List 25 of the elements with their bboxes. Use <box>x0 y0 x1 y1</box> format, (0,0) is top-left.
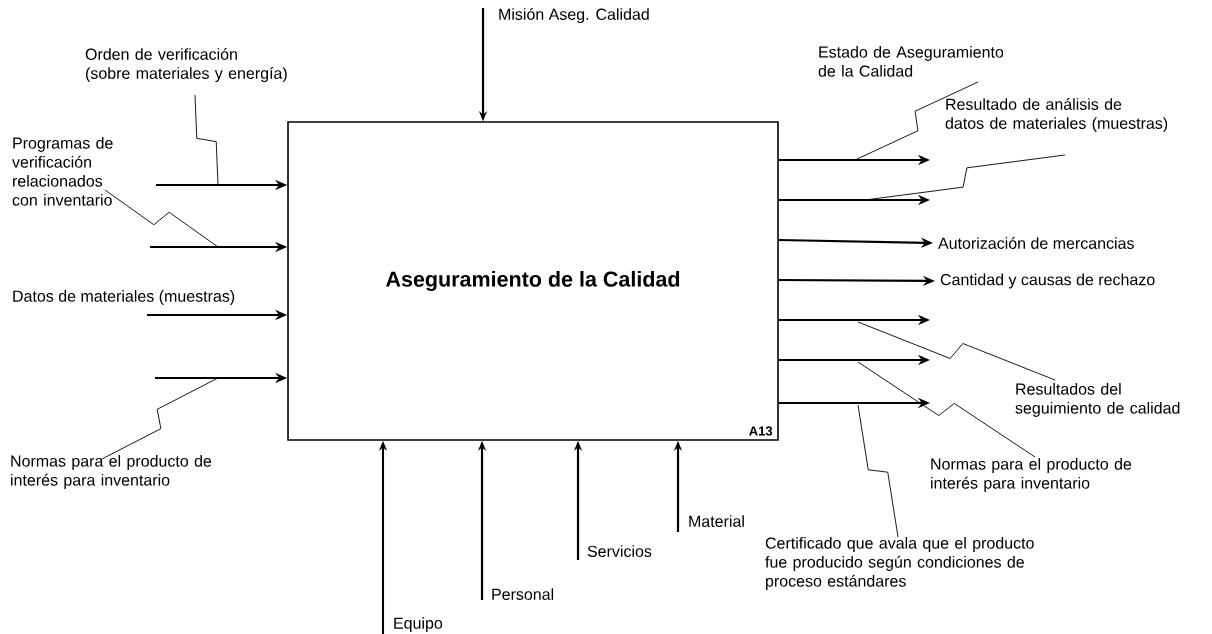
arrow-label: Material <box>689 515 744 527</box>
arrow-label: Estado de Aseguramiento de la Calidad <box>818 46 1004 77</box>
arrow-label: Programas de verificación relacionados con inventario <box>12 137 113 206</box>
arrow-label: Misión Aseg. Calidad <box>499 8 649 24</box>
arrow-label: Resultados del seguimiento de calidad <box>1015 383 1180 417</box>
arrow-label: Cantidad y causas de rechazo <box>940 273 1155 289</box>
arrow-label: Normas para el producto de interés para inventario <box>11 455 212 489</box>
leader-line <box>857 404 899 538</box>
leader-line <box>864 154 1066 201</box>
arrow-label: Datos de materiales (muestras) <box>13 290 235 305</box>
arrow-label: Certificado que avala que el producto fue producido según condiciones de proceso estándares <box>765 537 1034 590</box>
arrow-label: Normas para el producto de interés para inventario <box>931 458 1132 492</box>
node-number: A13 <box>749 426 773 436</box>
leader-line <box>857 361 1036 458</box>
arrow-label: Servicios <box>587 545 652 557</box>
leader-line <box>857 321 1056 381</box>
arrow-label: Equipo <box>394 617 443 632</box>
arrow-label: Resultado de análisis de datos de materiales (muestras) <box>945 98 1168 133</box>
leader-line <box>99 377 219 461</box>
leader-line <box>194 94 219 186</box>
arrow-label: Personal <box>492 588 554 600</box>
leader-line <box>104 189 219 248</box>
arrow-label: Autorización de mercancias <box>938 237 1134 249</box>
arrow-label: Orden de verificación (sobre materiales y energía) <box>85 48 287 83</box>
leader-line <box>854 81 979 161</box>
